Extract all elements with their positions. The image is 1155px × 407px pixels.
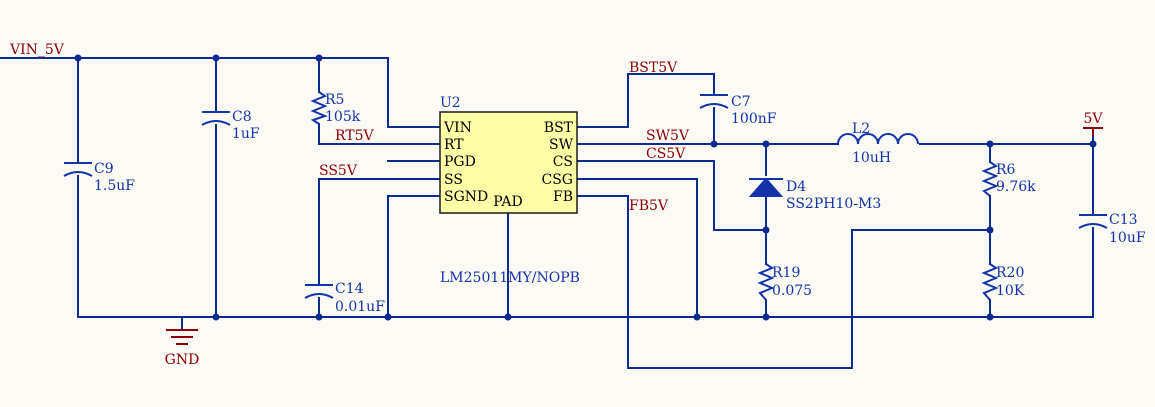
ic-pin-pgd: PGD <box>444 154 476 170</box>
c13-ref: C13 <box>1109 212 1138 228</box>
net-label-sw: SW5V <box>646 128 690 144</box>
net-label-gnd: GND <box>165 352 200 368</box>
r5-value: 105k <box>325 109 361 125</box>
junction-dot <box>762 313 770 321</box>
l2-ref: L2 <box>852 121 870 137</box>
net-label-ss: SS5V <box>319 163 358 179</box>
junction-dot <box>212 313 220 321</box>
capacitor-c7: C7 100nF <box>699 94 777 127</box>
junction-dot <box>693 313 701 321</box>
junction-dot <box>986 226 994 234</box>
junction-dot <box>986 140 994 148</box>
r6-value: 9.76k <box>996 179 1036 195</box>
resistor-r5: R5 105k <box>310 91 361 125</box>
junction-dot <box>710 140 718 148</box>
ground-symbol: GND <box>165 329 200 368</box>
junction-dot <box>986 313 994 321</box>
ic-designator: U2 <box>440 95 461 111</box>
wire-vin-rail <box>0 57 441 128</box>
c7-ref: C7 <box>731 94 751 110</box>
ic-body <box>439 111 578 214</box>
net-label-vin: VIN_5V <box>9 42 65 58</box>
inductor-l2: L2 10uH <box>837 121 919 166</box>
junction-dot <box>212 54 220 62</box>
d4-ref: D4 <box>786 179 806 195</box>
net-label-fb: FB5V <box>629 198 669 214</box>
power-port-5v: 5V <box>1083 111 1103 136</box>
resistor-r20: R20 10K <box>981 263 1025 301</box>
junctions <box>74 54 1097 321</box>
ic-pin-fb: FB <box>553 189 573 205</box>
junction-dot <box>315 54 323 62</box>
wire-cs <box>576 160 767 231</box>
junction-dot <box>74 54 82 62</box>
c13-value: 10uF <box>1109 230 1146 246</box>
r20-ref: R20 <box>996 265 1024 281</box>
net-label-5v: 5V <box>1083 111 1103 127</box>
r5-ref: R5 <box>325 92 344 108</box>
r6-ref: R6 <box>996 162 1016 178</box>
junction-dot <box>762 226 770 234</box>
c14-value: 0.01uF <box>335 299 385 315</box>
capacitor-c14: C14 0.01uF <box>304 281 385 315</box>
diode-d4: D4 SS2PH10-M3 <box>748 177 881 212</box>
ic-pin-sgnd: SGND <box>444 189 488 205</box>
junction-dot <box>504 313 512 321</box>
ic-pin-sw: SW <box>549 137 574 153</box>
resistor-r6: R6 9.76k <box>981 161 1036 197</box>
ic-u2: U2 LM25011MY/NOPB VIN RT PGD SS SGND BST… <box>439 95 580 286</box>
c8-ref: C8 <box>232 109 252 125</box>
r19-ref: R19 <box>772 265 800 281</box>
wire-sgnd <box>387 195 441 318</box>
d4-value: SS2PH10-M3 <box>786 196 881 212</box>
net-label-rt: RT5V <box>335 128 375 144</box>
net-label-bst: BST5V <box>629 60 678 76</box>
junction-dot <box>384 313 392 321</box>
ic-pin-vin: VIN <box>443 120 472 136</box>
c9-ref: C9 <box>94 161 114 177</box>
ic-part-number: LM25011MY/NOPB <box>440 270 580 286</box>
net-labels: VIN_5V BST5V RT5V SS5V SW5V CS5V FB5V <box>9 42 690 214</box>
wire-r5 <box>318 57 441 145</box>
wire-fb <box>576 195 991 369</box>
ic-pin-bst: BST <box>544 120 574 136</box>
capacitor-c8: C8 1uF <box>201 109 260 142</box>
ic-pin-csg: CSG <box>542 172 574 188</box>
ic-pin-ss: SS <box>444 172 463 188</box>
l2-value: 10uH <box>852 150 891 166</box>
r19-value: 0.075 <box>772 283 812 299</box>
ic-pin-pad: PAD <box>493 194 522 210</box>
c9-value: 1.5uF <box>94 178 135 194</box>
capacitor-c9: C9 1.5uF <box>63 161 135 194</box>
c8-value: 1uF <box>232 126 260 142</box>
c14-ref: C14 <box>335 281 364 297</box>
wire-bst <box>576 73 715 145</box>
c7-value: 100nF <box>731 111 777 127</box>
net-label-cs: CS5V <box>646 146 686 162</box>
wire-csg <box>576 178 698 318</box>
junction-dot <box>1089 140 1097 148</box>
capacitor-c13: C13 10uF <box>1078 212 1146 246</box>
junction-dot <box>315 313 323 321</box>
ic-pin-cs: CS <box>553 154 573 170</box>
r20-value: 10K <box>996 283 1025 299</box>
junction-dot <box>762 140 770 148</box>
ic-pin-rt: RT <box>444 137 464 153</box>
resistor-r19: R19 0.075 <box>757 263 812 301</box>
